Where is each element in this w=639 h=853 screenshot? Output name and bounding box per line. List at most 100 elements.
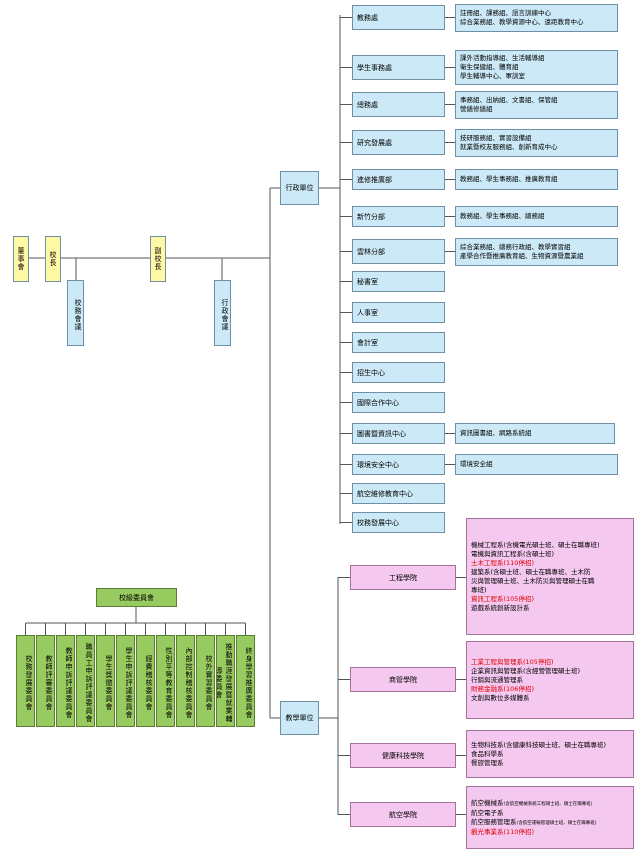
committee-name: 教師評審委員會 (45, 654, 53, 711)
committee-box: 學生申訴評議委員會 (116, 635, 135, 727)
admin-unit-box: 雲林分部 (352, 239, 445, 264)
admin-unit-desc-box: 教務組、學生事務組、總務組 (455, 206, 618, 227)
admin-unit-desc-line: 綜合業務組、總務行政組、教學實習組 (460, 242, 571, 251)
admin-unit-desc-box: 資訊圖書組、網路系統組 (455, 423, 615, 444)
admin-unit-name: 圖書暨資訊中心 (357, 429, 406, 438)
college-dept-box: 機械工程系(含機電光碩士班、碩士在職專班)電機與資訊工程系(含碩士班)土木工程系… (466, 518, 634, 635)
admin-unit-desc-box: 綜合業務組、總務行政組、教學實習組產學合作暨推廣教育組、生物資源暨農業組 (455, 237, 618, 266)
committee-name: 終身學習推廣委員會 (245, 646, 253, 719)
dept-line: 生物科技系(含健康科技碩士班、碩士在職專班) (471, 740, 607, 749)
committee-box: 性別平等教育委員會 (156, 635, 175, 727)
college-name: 健康科技學院 (382, 751, 424, 760)
college-dept-box: 工業工程與管理系(105停招)企業資訊與管理系(含經營管理碩士班)行銷與流通管理… (466, 641, 634, 719)
admin-unit-desc-box: 課外活動指導組、生活輔導組衛生保健組、體育組學生輔導中心、軍訓室 (455, 50, 618, 85)
college-box: 航空學院 (350, 802, 456, 827)
admin-unit-box: 航空維修教育中心 (352, 483, 445, 504)
board-box: 董事會 (13, 236, 29, 282)
dept-line: 土木工程系(110停招) (471, 558, 534, 567)
college-box: 健康科技學院 (350, 743, 456, 768)
university-council-box: 校務會議 (67, 280, 84, 346)
admin-unit-desc-line: 產學合作暨推廣教育組、生物資源暨農業組 (460, 251, 584, 260)
admin-unit-desc-line: 綜合業務組、教學資源中心、遠距教育中心 (460, 17, 584, 26)
dept-line: 航空服務管理系(含航空運輸管理碩士班、碩士在職專班) (471, 817, 597, 826)
committee-box: 終身學習推廣委員會 (236, 635, 255, 727)
president-box: 校長 (45, 236, 61, 282)
committee-box: 職員工申訴評議委員會 (76, 635, 95, 727)
admin-unit-box: 校務發展中心 (352, 512, 445, 533)
committee-box: 教師申訴評議委員會 (56, 635, 75, 727)
dept-line: 觀光事業系(110停招) (471, 827, 534, 836)
dept-line: 遊戲系統創新設計系 (471, 603, 530, 612)
committee-box: 校外實習委員會 (196, 635, 215, 727)
committee-name: 學生獎懲委員會 (105, 654, 113, 711)
admin-unit-desc-line: 事務組、出納組、文書組、保管組 (460, 95, 558, 104)
admin-unit-desc-line: 學生輔導中心、軍訓室 (460, 72, 525, 80)
admin-unit-box: 新竹分部 (352, 206, 445, 227)
admin-unit-box: 秘書室 (352, 271, 445, 292)
teaching-branch-box: 教學單位 (280, 701, 319, 735)
admin-unit-desc-line: 課外活動指導組、生活輔導組 (460, 54, 545, 62)
admin-unit-box: 進修推廣部 (352, 169, 445, 190)
admin-unit-box: 招生中心 (352, 362, 445, 383)
dept-line: 專班) (471, 585, 487, 594)
president-label: 校長 (49, 251, 57, 267)
college-dept-box: 生物科技系(含健康科技碩士班、碩士在職專班)食品科學系餐旅管理系 (466, 730, 634, 778)
admin-unit-desc-line: 教務組、學生事務組、總務組 (460, 212, 545, 220)
vice-president-box: 副校長 (150, 236, 166, 282)
admin-unit-name: 國際合作中心 (357, 398, 399, 407)
board-label: 董事會 (17, 247, 25, 271)
college-name: 商管學院 (389, 675, 417, 684)
committee-box: 校務發展委員會 (16, 635, 35, 727)
admin-unit-name: 總務處 (357, 100, 378, 109)
admin-unit-name: 進修推廣部 (357, 175, 392, 184)
admin-unit-box: 會計室 (352, 332, 445, 353)
admin-unit-desc-line: 資訊圖書組、網路系統組 (460, 429, 532, 437)
committee-box: 學生獎懲委員會 (96, 635, 115, 727)
admin-unit-desc-line: 就業暨校友服務組、創新育成中心 (460, 142, 558, 151)
admin-unit-name: 學生事務處 (357, 63, 392, 72)
committee-name: 學生申訴評議委員會 (125, 646, 133, 719)
admin-unit-name: 雲林分部 (357, 247, 385, 256)
committee-name: 經費稽核委員會 (145, 654, 153, 711)
committee-box: 教師評審委員會 (36, 635, 55, 727)
admin-unit-name: 教務處 (357, 13, 378, 22)
university-council-label: 校務會議 (74, 298, 82, 331)
admin-unit-name: 招生中心 (357, 368, 385, 377)
committee-name: 校務發展委員會 (25, 654, 33, 711)
admin-branch-label: 行政單位 (285, 184, 314, 192)
admin-unit-desc-line: 技研服務組、實習設備組 (460, 133, 532, 142)
vice-president-label: 副校長 (154, 247, 162, 271)
admin-branch-box: 行政單位 (280, 171, 319, 205)
college-box: 工程學院 (350, 565, 456, 590)
committee-box: 經費稽核委員會 (136, 635, 155, 727)
admin-unit-name: 校務發展中心 (357, 518, 399, 527)
committee-box: 推動職涯發展暨就業輔導委員會 (216, 635, 235, 727)
admin-unit-box: 國際合作中心 (352, 392, 445, 413)
admin-unit-box: 教務處 (352, 5, 445, 30)
admin-unit-desc-box: 教務組、學生事務組、推廣教育組 (455, 169, 618, 190)
committee-name: 推動職涯發展暨就業輔導委員會 (216, 642, 233, 723)
dept-line: 電機與資訊工程系(含碩士班) (471, 549, 555, 558)
admin-council-label: 行政會議 (221, 298, 229, 331)
admin-unit-name: 秘書室 (357, 277, 378, 286)
dept-note: (含航空運輸管理碩士班、碩士在職專班) (516, 820, 597, 826)
admin-unit-name: 新竹分部 (357, 212, 385, 221)
dept-line: 企業資訊與管理系(含經營管理碩士班) (471, 666, 581, 675)
admin-unit-name: 研究發展處 (357, 138, 392, 147)
admin-unit-desc-box: 環境安全組 (455, 454, 618, 475)
dept-line: 機械工程系(含機電光碩士班、碩士在職專班) (471, 540, 600, 549)
committee-name: 教師申訴評議委員會 (65, 646, 73, 719)
dept-line: 文創與數位多媒體系 (471, 693, 530, 702)
admin-unit-box: 環境安全中心 (352, 454, 445, 475)
admin-unit-box: 總務處 (352, 92, 445, 117)
admin-unit-box: 人事室 (352, 302, 445, 323)
admin-unit-desc-box: 註冊組、課務組、語言訓練中心綜合業務組、教學資源中心、遠距教育中心 (455, 3, 618, 32)
admin-unit-desc-line: 環境安全組 (460, 460, 493, 468)
college-box: 商管學院 (350, 667, 456, 692)
dept-line: 資訊工程系(105停招) (471, 594, 534, 603)
admin-unit-name: 人事室 (357, 308, 378, 317)
committee-name: 校外實習委員會 (205, 654, 213, 711)
committee-title: 校級委員會 (119, 593, 154, 602)
admin-unit-desc-line: 註冊組、課務組、語言訓練中心 (460, 8, 551, 17)
